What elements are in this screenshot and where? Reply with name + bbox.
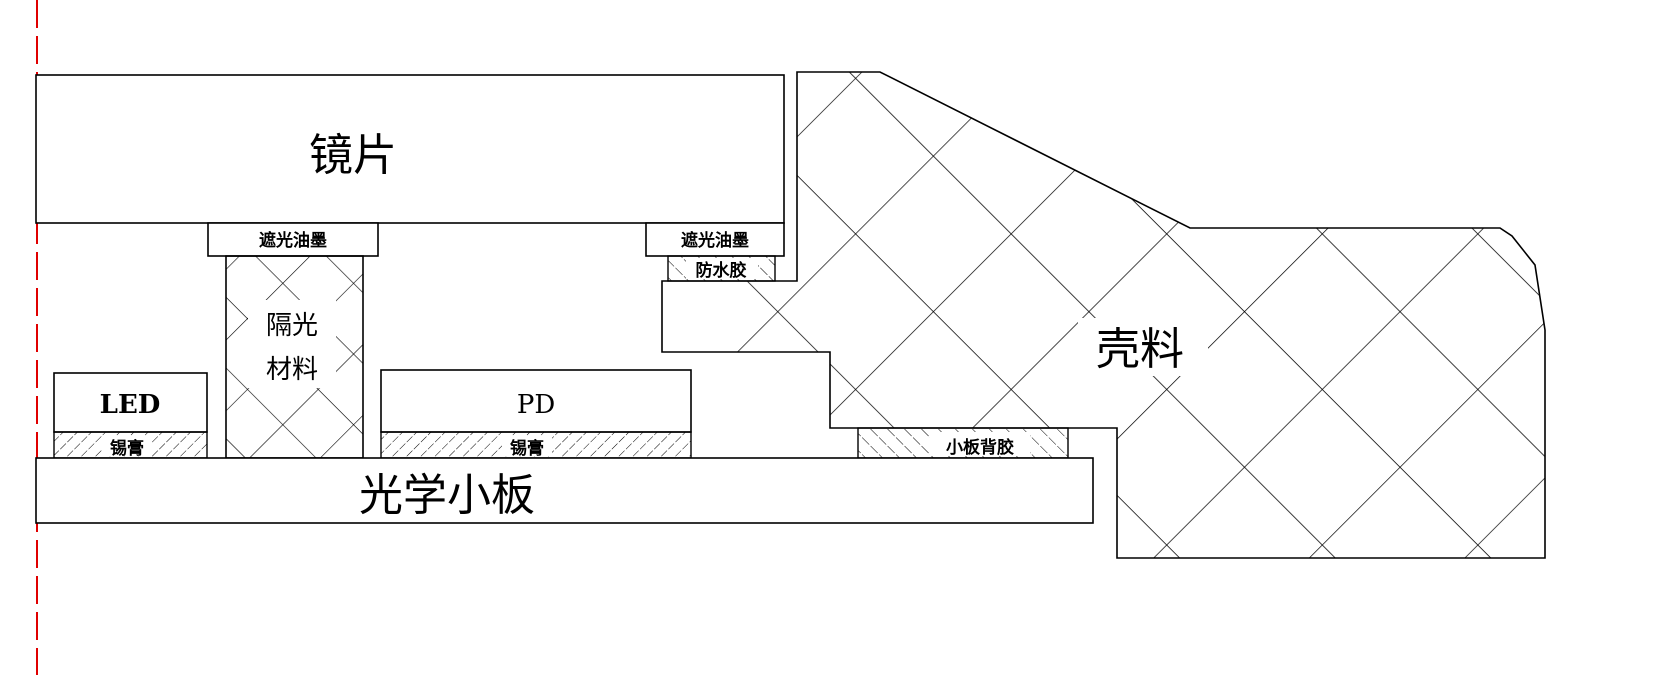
solder-right-label: 锡膏	[510, 438, 544, 459]
ink-left: 遮光油墨	[207, 222, 379, 257]
led-component: LED 锡膏	[53, 372, 208, 459]
ink-left-label: 遮光油墨	[259, 230, 327, 251]
shell-part: 壳料	[661, 71, 1546, 559]
shell-label: 壳料	[1096, 324, 1184, 375]
pd-component: PD 锡膏	[380, 369, 692, 459]
pd-label: PD	[517, 390, 555, 420]
light-barrier-label-2: 材料	[266, 355, 318, 385]
ink-right: 遮光油墨	[645, 222, 785, 257]
board-adhesive-label: 小板背胶	[946, 437, 1014, 458]
lens: 镜片	[35, 74, 785, 224]
led-label: LED	[100, 390, 161, 420]
light-barrier: 隔光 材料	[225, 255, 364, 459]
board-adhesive: 小板背胶	[857, 427, 1069, 459]
waterproof-glue-label: 防水胶	[696, 260, 747, 281]
waterproof-glue: 防水胶	[667, 255, 776, 282]
optical-board: 光学小板	[35, 457, 1094, 524]
ink-right-label: 遮光油墨	[681, 230, 749, 251]
solder-left-label: 锡膏	[110, 438, 144, 459]
optical-board-label: 光学小板	[359, 470, 535, 521]
lens-label: 镜片	[309, 130, 397, 181]
light-barrier-label-1: 隔光	[266, 311, 318, 341]
